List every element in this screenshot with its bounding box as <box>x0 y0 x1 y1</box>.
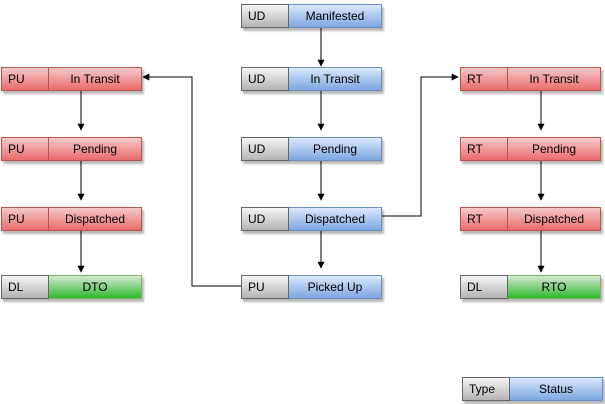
node-status-label: In Transit <box>508 67 601 91</box>
legend-status-label: Status <box>510 377 603 401</box>
node-status-label: Picked Up <box>289 275 382 299</box>
node-pu-pending: PU Pending <box>1 137 142 161</box>
node-status-label: Dispatched <box>289 207 382 231</box>
node-rt-dispatched: RT Dispatched <box>460 207 601 231</box>
node-type-label: PU <box>1 137 49 161</box>
node-type-label: UD <box>241 137 289 161</box>
legend-type-label: Type <box>462 377 510 401</box>
node-dl-rto: DL RTO <box>460 275 601 299</box>
node-status-label: RTO <box>508 275 601 299</box>
node-type-label: PU <box>1 207 49 231</box>
node-status-label: Dispatched <box>49 207 142 231</box>
node-rt-in-transit: RT In Transit <box>460 67 601 91</box>
node-type-label: PU <box>1 67 49 91</box>
node-status-label: Pending <box>508 137 601 161</box>
node-status-label: Dispatched <box>508 207 601 231</box>
node-type-label: RT <box>460 207 508 231</box>
node-type-label: RT <box>460 137 508 161</box>
node-pu-dispatched: PU Dispatched <box>1 207 142 231</box>
node-type-label: DL <box>1 275 49 299</box>
node-pu-in-transit: PU In Transit <box>1 67 142 91</box>
node-rt-pending: RT Pending <box>460 137 601 161</box>
node-status-label: In Transit <box>289 67 382 91</box>
node-ud-manifested: UD Manifested <box>241 4 382 28</box>
node-pu-picked-up: PU Picked Up <box>241 275 382 299</box>
node-type-label: UD <box>241 67 289 91</box>
node-ud-dispatched: UD Dispatched <box>241 207 382 231</box>
legend: Type Status <box>462 377 603 401</box>
node-status-label: Manifested <box>289 4 382 28</box>
node-status-label: Pending <box>49 137 142 161</box>
edge-ud-dispatched-to-rt-in-transit <box>382 73 459 217</box>
node-ud-pending: UD Pending <box>241 137 382 161</box>
node-ud-in-transit: UD In Transit <box>241 67 382 91</box>
edge-pu-picked-up-to-pu-in-transit <box>142 73 241 287</box>
node-type-label: UD <box>241 4 289 28</box>
node-type-label: PU <box>241 275 289 299</box>
node-status-label: Pending <box>289 137 382 161</box>
node-type-label: RT <box>460 67 508 91</box>
node-dl-dto: DL DTO <box>1 275 142 299</box>
node-status-label: DTO <box>49 275 142 299</box>
node-type-label: DL <box>460 275 508 299</box>
node-status-label: In Transit <box>49 67 142 91</box>
node-type-label: UD <box>241 207 289 231</box>
